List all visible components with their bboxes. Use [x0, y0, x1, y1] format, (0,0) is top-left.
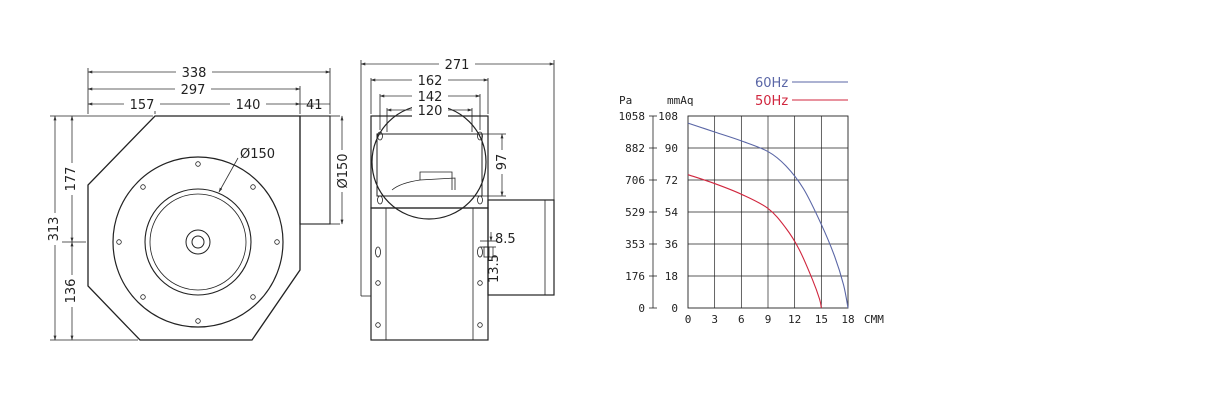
- pa-unit-label: Pa: [619, 94, 632, 107]
- outlet-duct: [299, 115, 331, 225]
- chart-grid: [687, 115, 849, 309]
- y-tick-mmaq-0: 0: [671, 302, 678, 315]
- impeller-dia-label: Ø150: [240, 147, 275, 162]
- flange-width-label: 162: [418, 74, 443, 89]
- y-tick-pa-3: 529: [625, 206, 645, 219]
- side-top-dimensions: 271 162 142 120: [360, 57, 555, 119]
- hub-circle: [185, 229, 211, 255]
- right-part-label: 140: [236, 98, 261, 113]
- housing-body: [370, 207, 489, 341]
- y-tick-mmaq-3: 54: [665, 206, 679, 219]
- left-part-label: 157: [130, 98, 155, 113]
- series-line-60hz: [687, 122, 849, 309]
- bolt-spacing-label: 142: [418, 90, 443, 105]
- overall-width-label: 338: [182, 66, 207, 81]
- height-lower-label: 136: [64, 279, 79, 304]
- x-tick-label-1: 3: [711, 313, 718, 326]
- x-tick-label-2: 6: [738, 313, 745, 326]
- y-tick-mmaq-4: 72: [665, 174, 678, 187]
- inlet-blade-sketch: [391, 177, 456, 191]
- outlet-dia-label: Ø150: [336, 153, 351, 188]
- shaft-circle: [191, 235, 205, 249]
- y-tick-pa-1: 176: [625, 270, 645, 283]
- inlet-height-dimension: 97: [482, 133, 510, 197]
- motor-body: [487, 199, 555, 296]
- scroll-housing-circle: [112, 156, 284, 328]
- y-tick-pa-4: 706: [625, 174, 645, 187]
- height-total-label: 313: [47, 217, 62, 242]
- series-line-50hz: [687, 174, 822, 309]
- slot-width-label: 8.5: [495, 232, 516, 247]
- bolt-holes-front: [116, 161, 280, 324]
- inlet-height-label: 97: [495, 154, 510, 171]
- y-tick-mmaq-6: 108: [658, 110, 678, 123]
- y-tick-mmaq-2: 36: [665, 238, 678, 251]
- x-tick-label-6: 18: [841, 313, 854, 326]
- side-overall-width-label: 271: [445, 58, 470, 73]
- y-tick-pa-5: 882: [625, 142, 645, 155]
- height-upper-label: 177: [64, 167, 79, 192]
- x-tick-label-4: 12: [788, 313, 801, 326]
- inlet-ring: [371, 104, 487, 220]
- front-view-drawing: Ø150 338 297 157 140 41 Ø150: [47, 65, 351, 341]
- inlet-width-label: 120: [418, 104, 443, 119]
- y-tick-pa-0: 0: [638, 302, 645, 315]
- inner-width-label: 297: [181, 83, 206, 98]
- slot-length-label: 13.5: [487, 254, 502, 283]
- inlet-flange: [370, 115, 489, 209]
- y-tick-mmaq-5: 90: [665, 142, 678, 155]
- impeller-outer-circle: [144, 188, 252, 296]
- inlet-opening: [376, 133, 483, 197]
- side-view-drawing: 271 162 142 120 97 8.5 13.5: [360, 57, 555, 341]
- outlet-depth-label: 41: [306, 98, 323, 113]
- legend-label-60hz: 60Hz: [755, 76, 788, 91]
- outlet-diameter-dimension: Ø150: [335, 115, 351, 225]
- chart-series: [687, 122, 849, 309]
- mmaq-unit-label: mmAq: [667, 94, 694, 107]
- slot-dimensions: 8.5 13.5: [480, 232, 516, 283]
- front-top-dimensions: 338 297 157 140 41: [87, 65, 331, 114]
- legend-label-50hz: 50Hz: [755, 94, 788, 109]
- x-tick-label-3: 9: [765, 313, 772, 326]
- x-tick-label-0: 0: [685, 313, 692, 326]
- y-tick-pa-2: 353: [625, 238, 645, 251]
- x-tick-label-5: 15: [815, 313, 828, 326]
- y-tick-mmaq-1: 18: [665, 270, 678, 283]
- chart-legend: 60Hz 50Hz: [755, 76, 848, 109]
- y-tick-pa-6: 1058: [619, 110, 646, 123]
- front-height-dimensions: 313 177 136: [47, 115, 153, 341]
- x-axis-unit-label: CMM: [864, 313, 884, 326]
